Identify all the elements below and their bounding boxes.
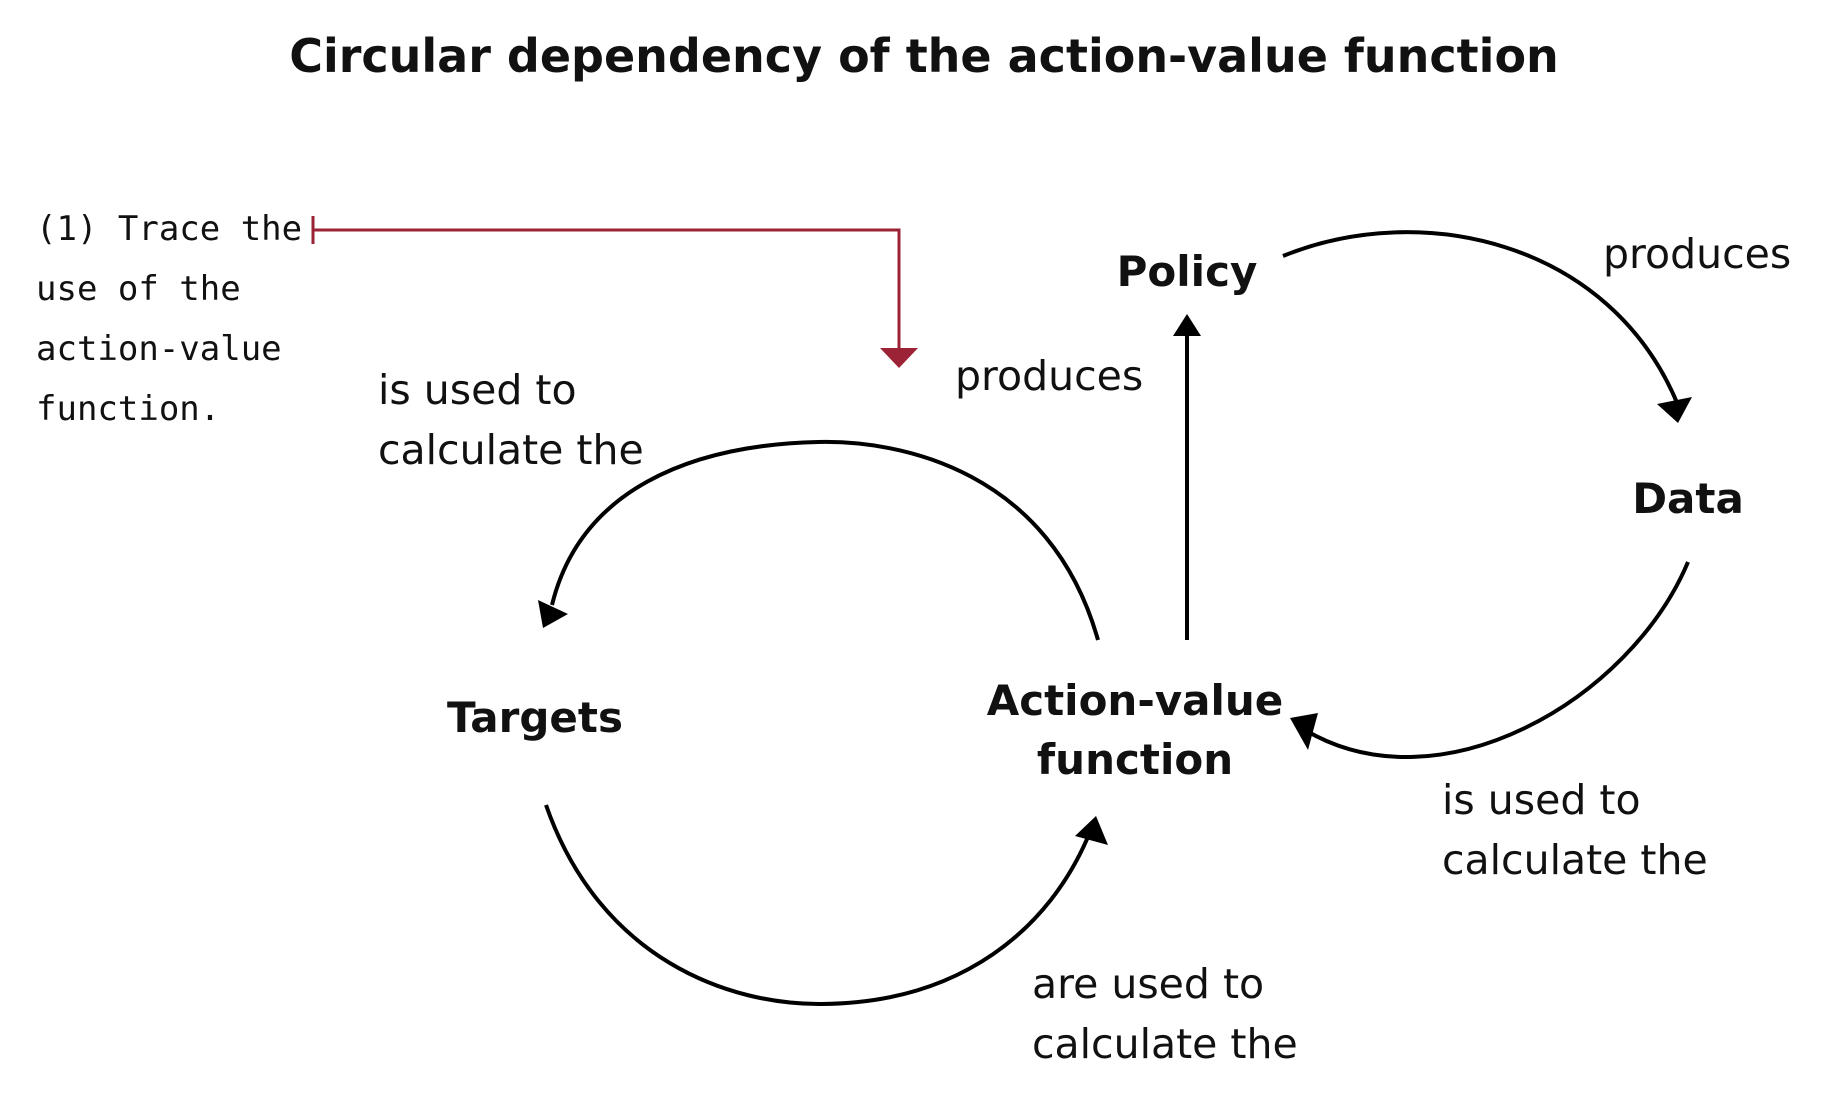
node-action-value-function-line-2: function — [1037, 735, 1233, 784]
annotation-line-1: (1) Trace the — [36, 209, 302, 249]
edge-policy-to-data: produces — [1282, 230, 1791, 423]
edge-data-to-action-value: is used to calculate the — [1290, 561, 1708, 884]
edge-action-value-to-policy: produces — [955, 314, 1201, 640]
label-data-line-1: is used to — [1442, 776, 1641, 824]
label-targets-line-1: are used to — [1032, 960, 1264, 1008]
arrow-targets-to-action-value — [544, 804, 1092, 1007]
arrowhead-data-to-action-value — [1290, 713, 1318, 750]
label-data-line-2: calculate the — [1442, 836, 1708, 884]
edge-action-value-to-targets: is used to calculate the — [378, 366, 1100, 641]
arrow-policy-to-data — [1282, 230, 1680, 406]
edge-targets-to-action-value: are used to calculate the — [544, 804, 1298, 1068]
annotation: (1) Trace the use of the action-value fu… — [36, 209, 918, 429]
arrow-data-to-action-value — [1303, 561, 1690, 759]
arrowhead-targets-to-action-value — [1075, 816, 1108, 845]
node-action-value-function-line-1: Action-value — [987, 676, 1284, 725]
label-action-value-produces-policy: produces — [955, 352, 1143, 400]
label-action-value-line-2: calculate the — [378, 426, 644, 474]
annotation-line-3: action-value — [36, 329, 282, 369]
annotation-leader-line — [311, 216, 901, 348]
arrowhead-policy-to-data — [1657, 397, 1692, 423]
diagram-title: Circular dependency of the action-value … — [289, 29, 1559, 83]
node-data: Data — [1632, 474, 1744, 523]
arrow-action-value-to-targets — [550, 439, 1100, 641]
annotation-arrowhead — [880, 348, 918, 368]
arrowhead-action-value-to-targets — [538, 600, 568, 628]
annotation-line-4: function. — [36, 389, 220, 429]
label-targets-line-2: calculate the — [1032, 1020, 1298, 1068]
label-action-value-line-1: is used to — [378, 366, 577, 414]
arrowhead-action-value-to-policy — [1173, 314, 1201, 336]
annotation-line-2: use of the — [36, 269, 241, 309]
node-targets: Targets — [447, 693, 623, 742]
node-policy: Policy — [1117, 247, 1258, 296]
label-policy-produces-data: produces — [1603, 230, 1791, 278]
